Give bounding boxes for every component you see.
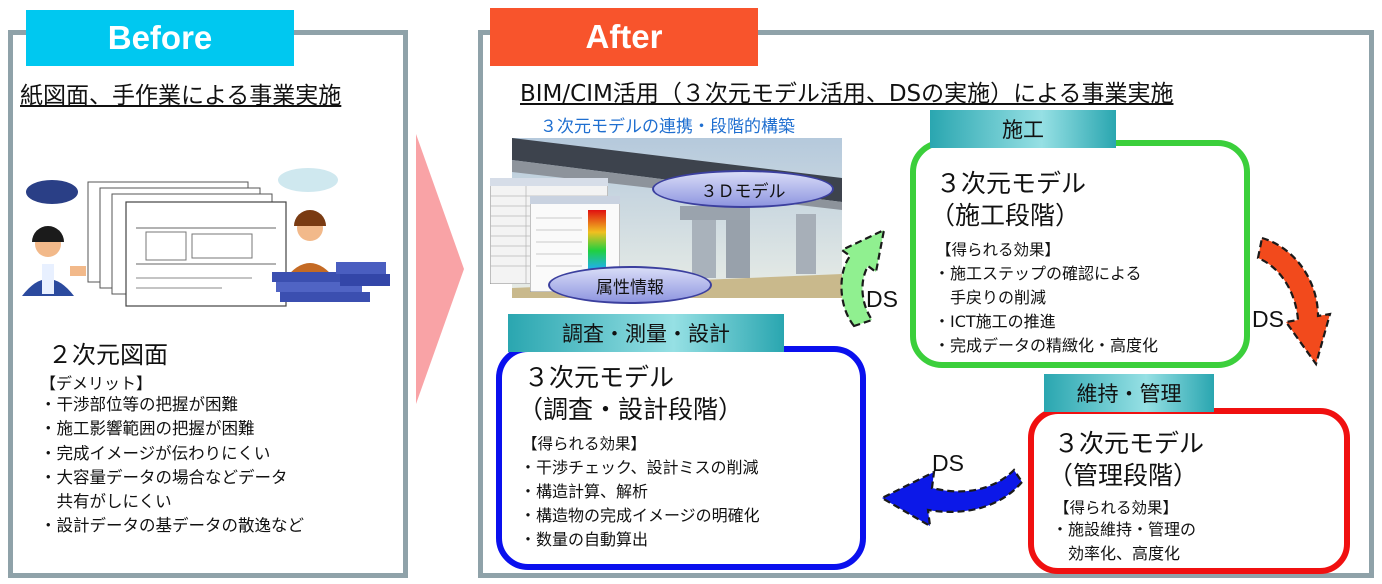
paper-drawings-illustration: [22, 168, 390, 307]
before-tag: Before: [26, 10, 294, 66]
green-cycle-arrow: [839, 228, 886, 328]
survey-stage-title: （調査・設計段階）: [518, 395, 744, 424]
list-item: ・干渉部位等の把握が困難: [40, 395, 238, 414]
list-item: 共有がしにくい: [40, 492, 172, 512]
stage-label-maintenance: 維持・管理: [1044, 374, 1214, 412]
stage-label-survey: 調査・測量・設計: [508, 314, 784, 352]
before-title: ２次元図面: [48, 341, 168, 369]
list-item: ・施工ステップの確認による: [934, 264, 1142, 283]
orange-cycle-arrow: [1256, 236, 1332, 367]
list-item: ・干渉チェック、設計ミスの削減: [520, 458, 759, 477]
ds-label-orange: DS: [1252, 306, 1284, 332]
before-heading: 紙図面、手作業による事業実施: [20, 83, 342, 109]
construction-effects-list: ・施工ステップの確認による 手戻りの削減 ・ICT施工の推進 ・完成データの精緻…: [934, 262, 1158, 358]
after-subtitle: ３次元モデルの連携・段階的構築: [540, 117, 795, 137]
attribute-info-label: 属性情報: [548, 266, 712, 304]
maintenance-effects-list: ・施設維持・管理の 効率化、高度化: [1052, 518, 1196, 566]
stage-label-construction: 施工: [930, 110, 1116, 148]
list-item: ・完成データの精緻化・高度化: [934, 336, 1159, 355]
list-item: 手戻りの削減: [934, 288, 1047, 307]
after-tag: After: [490, 8, 758, 66]
construction-model-title: ３次元モデル: [936, 169, 1087, 198]
maintenance-model-title: ３次元モデル: [1054, 429, 1205, 458]
list-item: ・大容量データの場合などデータ: [40, 467, 288, 487]
construction-effects-heading: 【得られる効果】: [936, 241, 1061, 259]
ds-label-blue: DS: [932, 450, 964, 476]
list-item: ・構造物の完成イメージの明確化: [520, 506, 760, 525]
survey-design-box: ３次元モデル （調査・設計段階） 【得られる効果】 ・干渉チェック、設計ミスの削…: [496, 346, 866, 570]
after-heading: BIM/CIM活用（３次元モデル活用、DSの実施）による事業実施: [520, 81, 1174, 107]
list-item: ・完成イメージが伝わりにくい: [40, 443, 271, 463]
transition-arrow: [416, 134, 464, 404]
maintenance-stage-title: （管理段階）: [1048, 461, 1199, 490]
before-demerit-list: ・干渉部位等の把握が困難 ・施工影響範囲の把握が困難 ・完成イメージが伝わりにく…: [40, 393, 304, 539]
blue-cycle-arrow: [880, 468, 1024, 529]
construction-stage-title: （施工段階）: [930, 201, 1081, 230]
right-person-icon: [272, 168, 390, 302]
list-item: ・数量の自動算出: [520, 530, 649, 549]
survey-model-title: ３次元モデル: [524, 363, 675, 392]
survey-effects-heading: 【得られる効果】: [522, 435, 647, 453]
model-3d-label: ３Ｄモデル: [652, 170, 834, 208]
drawing-sheets-icon: [87, 181, 287, 307]
list-item: ・設計データの基データの散逸など: [40, 516, 304, 536]
ds-label-green: DS: [866, 286, 898, 312]
survey-effects-list: ・干渉チェック、設計ミスの削減 ・構造計算、解析 ・構造物の完成イメージの明確化…: [520, 456, 760, 552]
maintenance-effects-heading: 【得られる効果】: [1054, 499, 1179, 517]
list-item: ・施設維持・管理の: [1052, 520, 1197, 539]
list-item: ・構造計算、解析: [520, 482, 649, 501]
maintenance-box: ３次元モデル （管理段階） 【得られる効果】 ・施設維持・管理の 効率化、高度化: [1028, 408, 1350, 574]
list-item: ・ICT施工の推進: [934, 312, 1056, 331]
construction-box: ３次元モデル （施工段階） 【得られる効果】 ・施工ステップの確認による 手戻り…: [910, 140, 1250, 368]
left-person-icon: [22, 180, 86, 296]
list-item: ・施工影響範囲の把握が困難: [40, 419, 255, 439]
before-subheading: 【デメリット】: [40, 374, 153, 393]
list-item: 効率化、高度化: [1052, 544, 1181, 563]
